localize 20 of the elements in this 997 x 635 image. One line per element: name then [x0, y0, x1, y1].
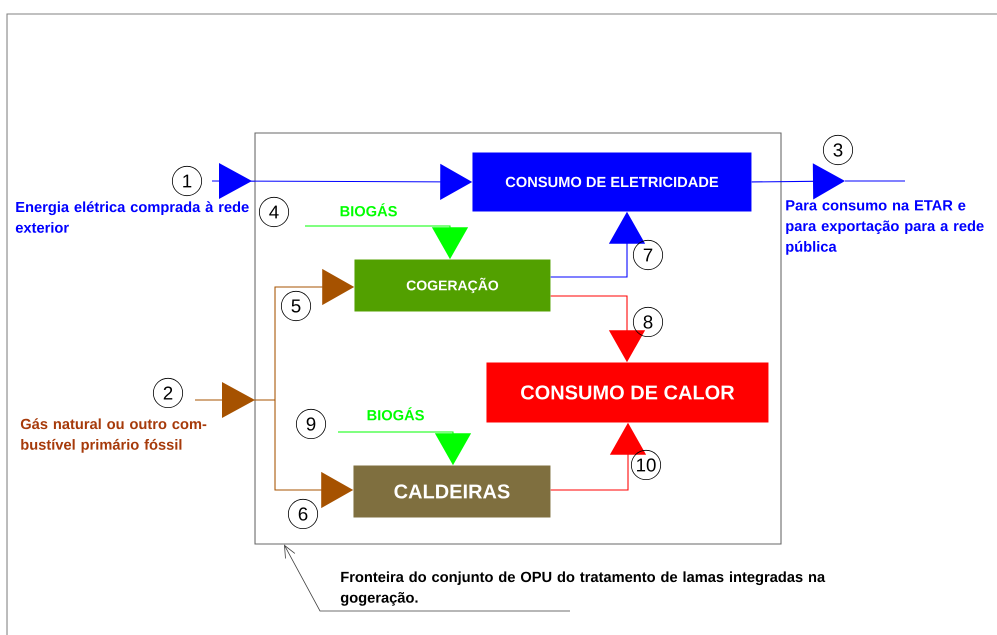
edge-label: BIOGÁS [340, 203, 397, 216]
description-text: Gás natural ou outro com- bustível primário fóssil [20, 418, 206, 453]
callout-number: 9 [296, 408, 326, 440]
note-text: Fronteira do conjunto de OPU do tratamento de lamas integradas na gogeração. [340, 571, 826, 606]
callout-number: 6 [288, 498, 318, 530]
callout-number: 4 [258, 196, 290, 228]
edge-label: BIOGÁS [368, 407, 424, 420]
description-text: Para consumo na ETAR e para exportação para a rede pública [786, 200, 984, 255]
callout-number: 2 [152, 378, 184, 408]
description-text: Energia elétrica comprada à rede exterior [16, 201, 249, 233]
leader-line [284, 544, 570, 612]
process-box: COGERAÇÃO [354, 259, 550, 312]
callout-number: 7 [632, 240, 664, 270]
callout-number: 5 [280, 290, 312, 322]
process-box: CALDEIRAS [353, 465, 550, 518]
boundary-box [254, 132, 782, 545]
callout-number: 3 [822, 134, 854, 166]
callout-number: 8 [632, 306, 664, 338]
callout-number: 10 [630, 450, 662, 480]
callout-number: 1 [172, 166, 202, 196]
